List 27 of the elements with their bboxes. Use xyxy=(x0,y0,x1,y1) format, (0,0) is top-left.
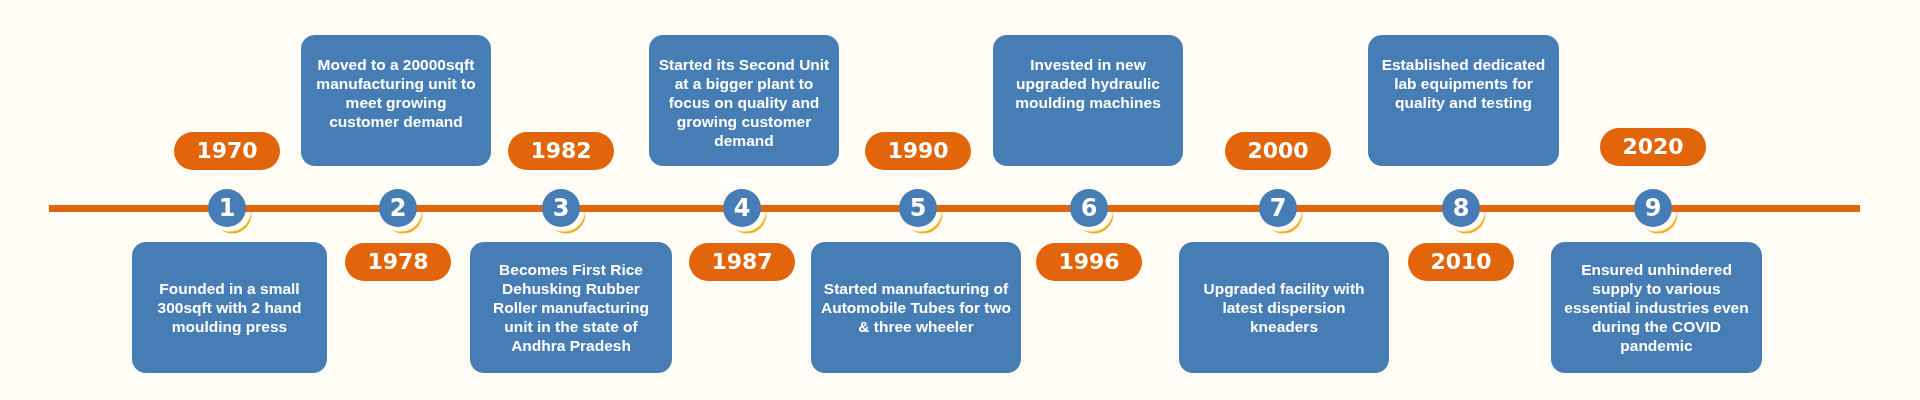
step-number-circle: 5 xyxy=(899,189,937,227)
step-number-circle: 8 xyxy=(1442,189,1480,227)
milestone-card: Invested in new upgraded hydraulic moulding machines xyxy=(993,35,1183,166)
year-pill: 2000 xyxy=(1225,132,1331,170)
year-pill: 1990 xyxy=(865,132,971,170)
step-number-circle: 7 xyxy=(1259,189,1297,227)
step-number-circle: 1 xyxy=(208,189,246,227)
milestone-card: Upgraded facility with latest dispersion kneaders xyxy=(1179,242,1389,373)
milestone-card: Started manufacturing of Automobile Tubes for two & three wheeler xyxy=(811,242,1021,373)
milestone-card: Becomes First Rice Dehusking Rubber Roller manufacturing unit in the state of Andhra Pradesh xyxy=(470,242,672,373)
milestone-card: Started its Second Unit at a bigger plant to focus on quality and growing customer demand xyxy=(649,35,839,166)
milestone-card: Founded in a small 300sqft with 2 hand moulding press xyxy=(132,242,327,373)
year-pill: 1987 xyxy=(689,243,795,281)
year-pill: 1996 xyxy=(1036,243,1142,281)
year-pill: 1982 xyxy=(508,132,614,170)
step-number-circle: 2 xyxy=(379,189,417,227)
year-pill: 2010 xyxy=(1408,243,1514,281)
step-number-circle: 4 xyxy=(723,189,761,227)
year-pill: 1970 xyxy=(174,132,280,170)
step-number-circle: 6 xyxy=(1070,189,1108,227)
milestone-card: Moved to a 20000sqft manufacturing unit to meet growing customer demand xyxy=(301,35,491,166)
step-number-circle: 9 xyxy=(1634,189,1672,227)
milestone-card: Ensured unhindered supply to various essential industries even during the COVID pandemic xyxy=(1551,242,1762,373)
milestone-card: Established dedicated lab equipments for quality and testing xyxy=(1368,35,1559,166)
step-number-circle: 3 xyxy=(542,189,580,227)
year-pill: 2020 xyxy=(1600,128,1706,166)
year-pill: 1978 xyxy=(345,243,451,281)
